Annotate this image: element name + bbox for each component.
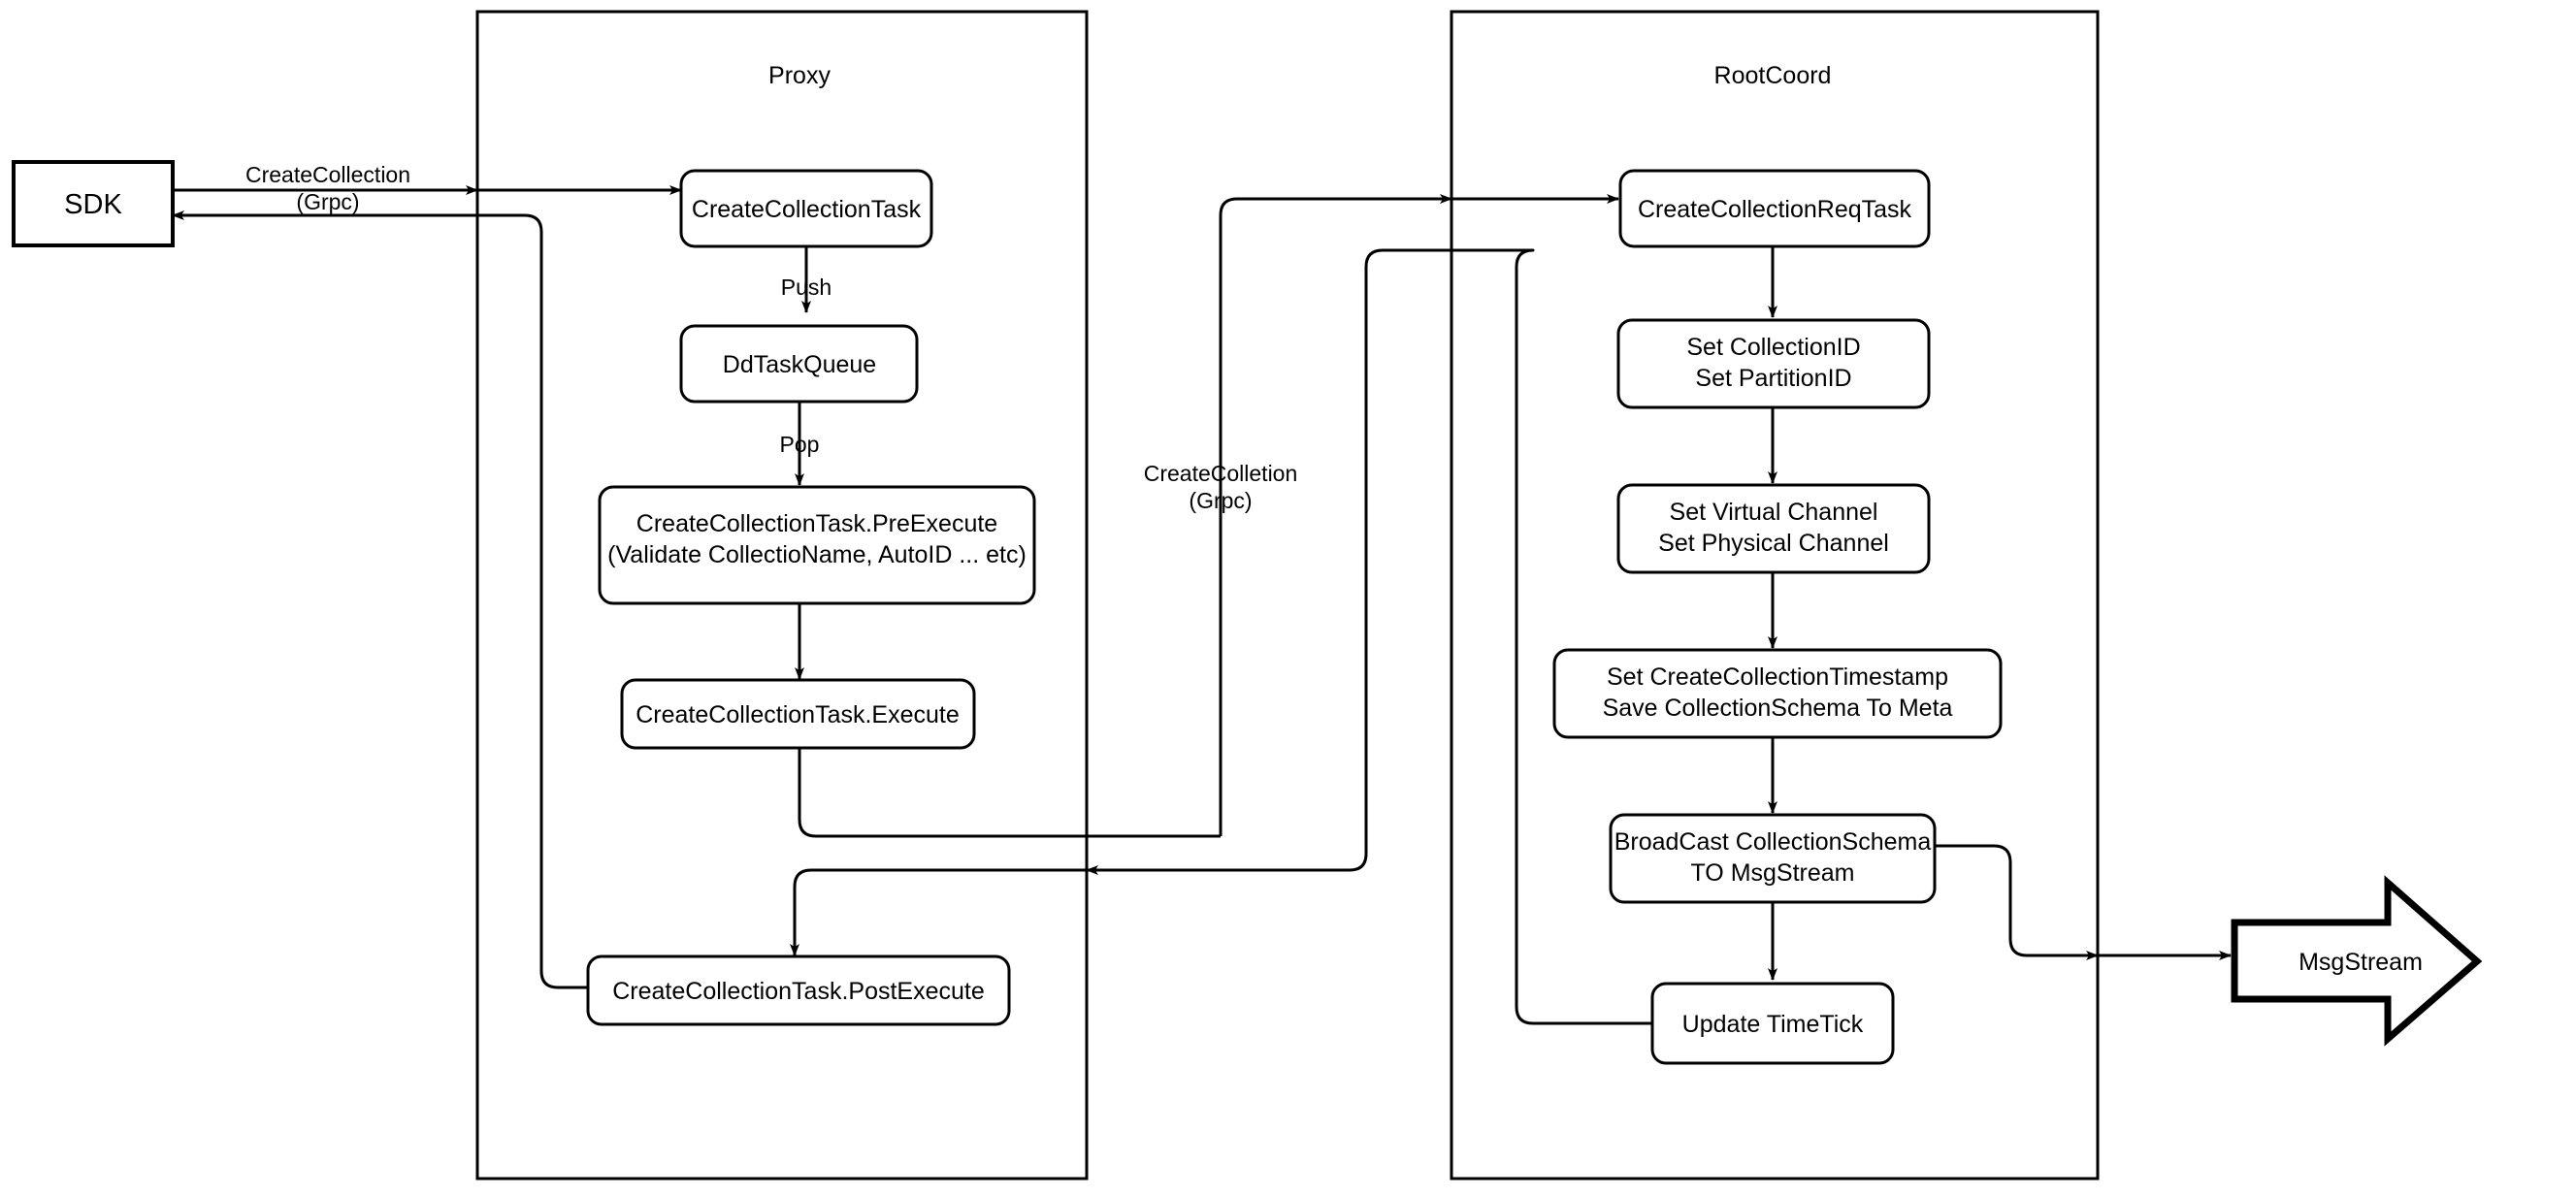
node-pre-execute-label-line2: (Validate CollectioName, AutoID ... etc) — [607, 541, 1027, 568]
node-execute-rect[interactable] — [620, 678, 976, 750]
edge-label-createcollection-l2: (Grpc) — [296, 189, 359, 214]
node-create-collection-req-task-rect[interactable] — [1618, 169, 1931, 248]
edge-execute-up-to-rootcoord — [1219, 194, 1452, 836]
edge-label-pop: Pop — [780, 432, 820, 457]
node-create-collection-task[interactable]: CreateCollectionTask — [679, 169, 933, 248]
node-set-timestamp[interactable]: Set CreateCollectionTimestamp Save Colle… — [1552, 648, 2003, 739]
node-sdk-label: SDK — [64, 189, 122, 220]
node-pre-execute-label-line1: CreateCollectionTask.PreExecute — [636, 510, 997, 537]
node-create-collection-req-task[interactable]: CreateCollectionReqTask — [1618, 169, 1931, 248]
node-dd-task-queue-label: DdTaskQueue — [723, 351, 876, 378]
node-update-timetick-label: Update TimeTick — [1682, 1011, 1864, 1038]
node-set-ids[interactable]: Set CollectionID Set PartitionID — [1616, 318, 1931, 409]
edge-postexecute-return — [477, 213, 590, 989]
node-set-timestamp-label-line2: Save CollectionSchema To Meta — [1603, 695, 1953, 722]
node-set-channels-rect[interactable] — [1616, 483, 1931, 574]
edge-execute-out — [798, 747, 1221, 838]
node-create-collection-task-rect[interactable] — [679, 169, 933, 248]
node-dd-task-queue[interactable]: DdTaskQueue — [679, 324, 919, 404]
node-set-channels[interactable]: Set Virtual Channel Set Physical Channel — [1616, 483, 1931, 574]
node-set-channels-label-line1: Set Virtual Channel — [1670, 499, 1878, 526]
node-dd-task-queue-rect[interactable] — [679, 324, 919, 404]
node-post-execute[interactable]: CreateCollectionTask.PostExecute — [586, 954, 1011, 1026]
node-create-collection-req-task-label: CreateCollectionReqTask — [1638, 196, 1912, 223]
edge-timetick-return — [1451, 248, 1652, 1025]
node-sdk[interactable]: SDK — [12, 160, 175, 247]
panel-proxy-title: Proxy — [768, 62, 831, 89]
edge-broadcast-to-msgstream — [1935, 844, 2099, 960]
node-broadcast[interactable]: BroadCast CollectionSchema TO MsgStream — [1609, 813, 1937, 904]
node-broadcast-rect[interactable] — [1609, 813, 1937, 904]
edge-label-push: Push — [781, 275, 831, 300]
node-post-execute-rect[interactable] — [586, 954, 1011, 1026]
node-sdk-rect[interactable] — [12, 160, 175, 247]
node-pre-execute[interactable]: CreateCollectionTask.PreExecute (Validat… — [598, 485, 1036, 605]
node-set-timestamp-rect[interactable] — [1552, 648, 2003, 739]
node-set-ids-label-line2: Set PartitionID — [1695, 365, 1851, 392]
node-execute[interactable]: CreateCollectionTask.Execute — [620, 678, 976, 750]
node-msgstream[interactable]: MsgStream — [2231, 875, 2483, 1047]
node-broadcast-label-line2: TO MsgStream — [1690, 859, 1854, 887]
node-broadcast-label-line1: BroadCast CollectionSchema — [1614, 828, 1932, 856]
edge-rootcoord-return — [1087, 248, 1451, 872]
node-set-ids-rect[interactable] — [1616, 318, 1931, 409]
node-create-collection-task-label: CreateCollectionTask — [692, 196, 922, 223]
edge-label-grpc-l2: (Grpc) — [1189, 488, 1252, 513]
node-set-channels-label-line2: Set Physical Channel — [1658, 530, 1889, 557]
panel-rootcoord-title: RootCoord — [1714, 62, 1832, 89]
edge-label-createcollection-l1: CreateCollection — [245, 162, 410, 187]
edge-to-postexecute — [790, 868, 1087, 956]
node-msgstream-arrow-shape[interactable] — [2231, 875, 2483, 1047]
node-update-timetick[interactable]: Update TimeTick — [1650, 982, 1895, 1065]
node-set-ids-label-line1: Set CollectionID — [1686, 334, 1860, 361]
node-msgstream-label: MsgStream — [2299, 949, 2423, 976]
node-post-execute-label: CreateCollectionTask.PostExecute — [612, 978, 985, 1005]
node-set-timestamp-label-line1: Set CreateCollectionTimestamp — [1607, 663, 1948, 691]
node-pre-execute-rect[interactable] — [598, 485, 1036, 605]
node-update-timetick-rect[interactable] — [1650, 982, 1895, 1065]
node-execute-label: CreateCollectionTask.Execute — [636, 701, 960, 728]
edge-label-grpc-l1: CreateColletion — [1144, 461, 1298, 486]
